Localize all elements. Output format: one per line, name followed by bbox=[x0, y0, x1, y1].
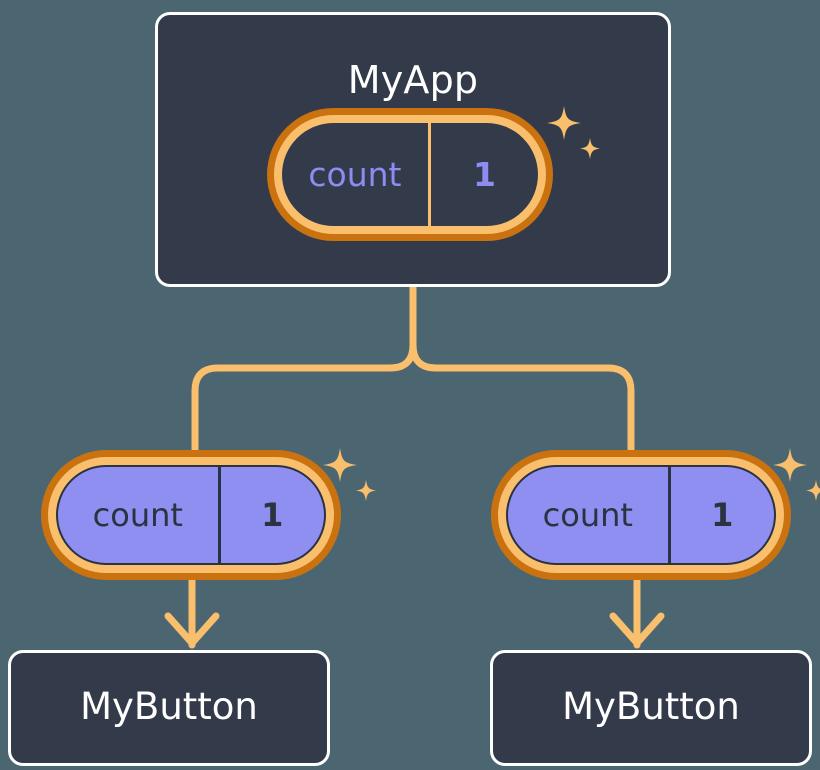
state-pill-body: count 1 bbox=[56, 465, 326, 565]
arrowhead-right-icon bbox=[609, 612, 665, 647]
page-title: MyApp bbox=[347, 58, 479, 102]
state-value-label: 1 bbox=[217, 467, 324, 563]
connector-branch-right bbox=[409, 341, 635, 454]
state-pill-body: count 1 bbox=[506, 465, 776, 565]
state-pill-child-left[interactable]: count 1 bbox=[41, 450, 341, 580]
arrowhead-left-icon bbox=[164, 612, 220, 647]
state-key-label: count bbox=[542, 496, 633, 534]
component-card-label: MyButton bbox=[562, 685, 740, 728]
state-pill-root[interactable]: count 1 bbox=[267, 108, 553, 241]
state-value-label: 1 bbox=[427, 123, 538, 226]
connector-branch-left bbox=[191, 341, 417, 454]
component-card-label: MyButton bbox=[80, 685, 258, 728]
state-pill-ring: count 1 bbox=[498, 457, 784, 573]
state-pill-child-right[interactable]: count 1 bbox=[491, 450, 791, 580]
state-pill-body: count 1 bbox=[282, 123, 538, 226]
state-pill-ring: count 1 bbox=[48, 457, 334, 573]
component-card-mybutton-left[interactable]: MyButton bbox=[8, 650, 330, 766]
state-key-label: count bbox=[92, 496, 183, 534]
state-key-label: count bbox=[308, 155, 402, 194]
state-pill-ring: count 1 bbox=[274, 115, 546, 234]
state-value-label: 1 bbox=[667, 467, 774, 563]
component-card-mybutton-right[interactable]: MyButton bbox=[490, 650, 812, 766]
